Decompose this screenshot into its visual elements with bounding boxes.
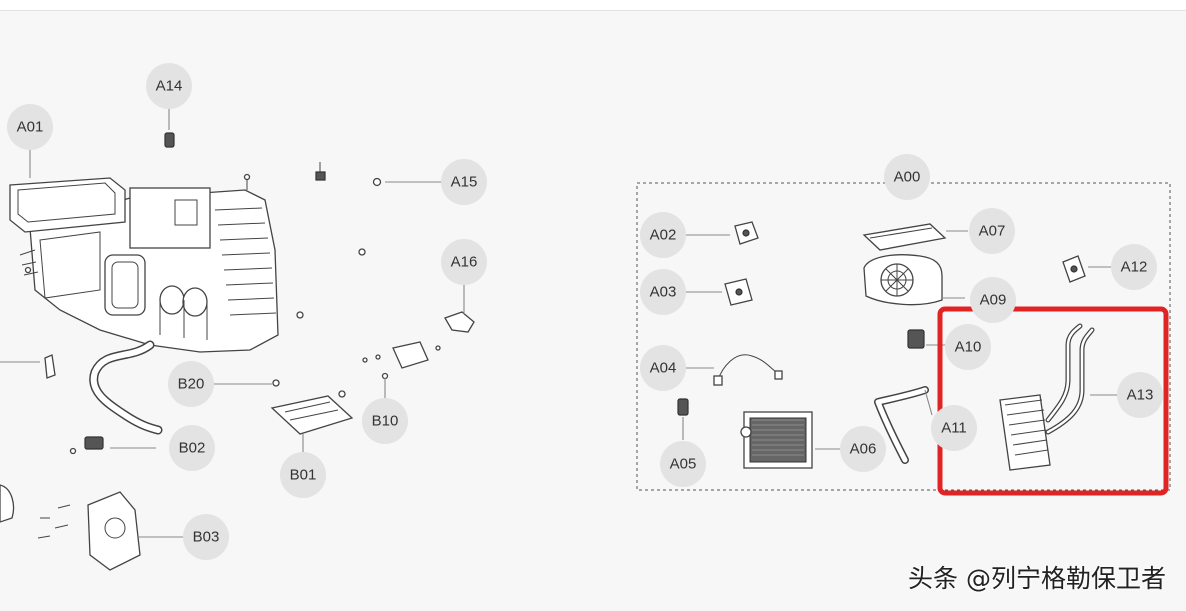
callout-a11-label: A11: [941, 420, 967, 437]
left-leader-lines: [29, 108, 465, 538]
callout-a02: A02: [640, 212, 686, 258]
callout-a05-label: A05: [670, 456, 697, 473]
callout-a06-label: A06: [850, 441, 877, 458]
hvac-housing-assembly: [9, 177, 279, 435]
callout-a12-label: A12: [1121, 259, 1148, 276]
watermark-text: 头条 @列宁格勒保卫者: [908, 564, 1166, 593]
callout-a00-label: A00: [894, 169, 921, 186]
callout-a01: A01: [7, 104, 53, 150]
callout-a16-label: A16: [451, 254, 478, 271]
callout-a04: A04: [640, 345, 686, 391]
callout-a05: A05: [660, 441, 706, 487]
callout-a14: A14: [146, 63, 192, 109]
callout-a09-label: A09: [980, 292, 1007, 309]
left-small-parts: [0, 132, 475, 571]
callout-a15: A15: [441, 159, 487, 205]
callout-a14-label: A14: [156, 78, 183, 95]
callout-b10-label: B10: [372, 413, 399, 430]
callout-a13-label: A13: [1127, 387, 1154, 404]
callout-a02-label: A02: [650, 227, 677, 244]
callout-a10: A10: [945, 324, 991, 370]
callout-a04-label: A04: [650, 360, 677, 377]
callout-a10-label: A10: [955, 339, 982, 356]
callout-b02: B02: [169, 425, 215, 471]
callout-a07: A07: [969, 208, 1015, 254]
callout-b01-label: B01: [290, 467, 317, 484]
kit-parts: [677, 221, 1095, 471]
callout-b03-label: B03: [193, 529, 220, 546]
callout-b02-label: B02: [179, 440, 206, 457]
callout-b20-label: B20: [178, 376, 205, 393]
callout-b10: B10: [362, 398, 408, 444]
callout-a00: A00: [884, 154, 930, 200]
callout-a16: A16: [441, 239, 487, 285]
top-bar: [0, 0, 1186, 11]
highlight-box: [937, 306, 1169, 496]
callout-a15-label: A15: [451, 174, 478, 191]
callout-a11: A11: [931, 405, 977, 451]
callout-a09: A09: [970, 277, 1016, 323]
callout-a13: A13: [1117, 372, 1163, 418]
callout-a12: A12: [1111, 244, 1157, 290]
callout-a03-label: A03: [650, 284, 677, 301]
callout-a03: A03: [640, 269, 686, 315]
callout-a06: A06: [840, 426, 886, 472]
callout-a07-label: A07: [979, 223, 1006, 240]
callout-b01: B01: [280, 452, 326, 498]
callout-b03: B03: [183, 514, 229, 560]
right-leader-lines: [682, 230, 1118, 450]
callout-a01-label: A01: [17, 119, 44, 136]
callout-b20: B20: [168, 361, 214, 407]
